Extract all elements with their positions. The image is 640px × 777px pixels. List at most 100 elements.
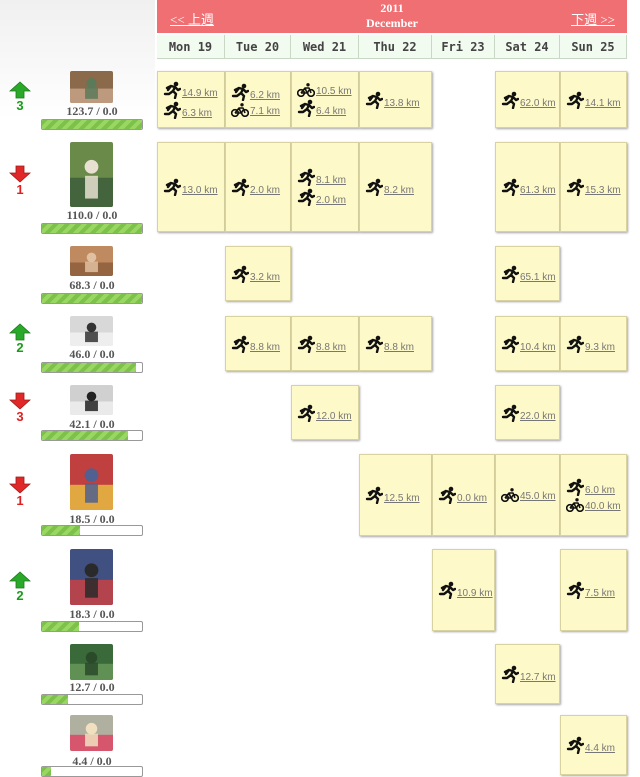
avatar[interactable] (70, 142, 113, 207)
runner-icon (501, 178, 519, 196)
activity-distance-link[interactable]: 8.8 km (316, 341, 347, 353)
activity-entry[interactable]: 6.3 km (163, 101, 212, 119)
activity-entry[interactable]: 8.2 km (365, 178, 414, 196)
activity-cell: 62.0 km (495, 71, 560, 128)
activity-entry[interactable]: 7.1 km (231, 102, 281, 117)
next-week-link[interactable]: 下週 >> (571, 12, 615, 27)
activity-entry[interactable]: 4.4 km (566, 736, 615, 754)
avatar[interactable] (70, 644, 113, 680)
activity-distance-link[interactable]: 6.3 km (182, 107, 213, 119)
activity-distance-link[interactable]: 61.3 km (520, 185, 556, 196)
activity-distance-link[interactable]: 15.3 km (585, 185, 621, 196)
day-header: Wed 21 (291, 35, 359, 59)
activity-entry[interactable]: 62.0 km (501, 91, 556, 109)
activity-distance-link[interactable]: 8.8 km (250, 341, 281, 353)
rank-change-value: 2 (16, 340, 24, 355)
activity-distance-link[interactable]: 2.0 km (316, 195, 347, 206)
day-header: Sat 24 (495, 35, 560, 59)
activity-distance-link[interactable]: 7.1 km (250, 105, 281, 117)
progress-bar (41, 119, 143, 130)
activity-entry[interactable]: 8.8 km (297, 335, 346, 353)
activity-distance-link[interactable]: 10.4 km (520, 341, 556, 353)
activity-distance-link[interactable]: 2.0 km (250, 185, 281, 196)
activity-entry[interactable]: 12.0 km (297, 404, 352, 422)
avatar[interactable] (70, 385, 113, 415)
avatar[interactable] (70, 246, 113, 276)
distance-total: 18.3 / 0.0 (69, 607, 115, 621)
avatar[interactable] (70, 715, 113, 751)
activity-entry[interactable]: 61.3 km (501, 178, 556, 196)
activity-entry[interactable]: 40.0 km (566, 498, 621, 512)
activity-distance-link[interactable]: 8.1 km (316, 175, 347, 186)
activity-entry[interactable]: 12.7 km (501, 665, 556, 683)
activity-distance-link[interactable]: 62.0 km (520, 97, 556, 109)
activity-distance-link[interactable]: 13.0 km (182, 185, 218, 196)
activity-entry[interactable]: 13.8 km (365, 91, 420, 109)
activity-entry[interactable]: 2.0 km (231, 178, 280, 196)
avatar[interactable] (70, 549, 113, 605)
activity-entry[interactable]: 65.1 km (501, 265, 556, 283)
activity-distance-link[interactable]: 12.7 km (520, 672, 556, 683)
activity-entry[interactable]: 3.2 km (231, 265, 280, 283)
activity-entry[interactable]: 6.2 km (231, 83, 280, 101)
activity-distance-link[interactable]: 10.5 km (316, 85, 352, 97)
activity-distance-link[interactable]: 10.9 km (457, 588, 493, 599)
activity-entry[interactable]: 8.8 km (365, 335, 414, 353)
activity-cell: 13.0 km (157, 142, 225, 232)
activity-distance-link[interactable]: 12.5 km (384, 493, 420, 504)
activity-distance-link[interactable]: 8.8 km (384, 341, 415, 353)
activity-distance-link[interactable]: 8.2 km (384, 185, 415, 196)
activity-distance-link[interactable]: 22.0 km (520, 410, 556, 422)
activity-distance-link[interactable]: 14.1 km (585, 97, 621, 109)
activity-distance-link[interactable]: 40.0 km (585, 501, 621, 512)
activity-entry[interactable]: 10.5 km (297, 82, 352, 97)
progress-fill (42, 695, 68, 704)
activity-cell: 8.1 km 2.0 km (291, 142, 359, 232)
activity-entry[interactable]: 45.0 km (501, 488, 556, 502)
day-header: Tue 20 (225, 35, 291, 59)
activity-distance-link[interactable]: 9.3 km (585, 341, 616, 353)
activity-entry[interactable]: 6.4 km (297, 99, 346, 117)
activity-distance-link[interactable]: 13.8 km (384, 97, 420, 109)
activity-distance-link[interactable]: 65.1 km (520, 271, 556, 283)
progress-bar (41, 430, 143, 441)
avatar[interactable] (70, 316, 113, 346)
activity-entry[interactable]: 12.5 km (365, 486, 420, 504)
activity-entry[interactable]: 9.3 km (566, 335, 615, 353)
activity-distance-link[interactable]: 3.2 km (250, 271, 281, 283)
activity-distance-link[interactable]: 45.0 km (520, 491, 556, 502)
activity-entry[interactable]: 2.0 km (297, 188, 346, 206)
activity-entry[interactable]: 8.1 km (297, 168, 346, 186)
activity-distance-link[interactable]: 7.5 km (585, 588, 616, 599)
runner-icon (297, 188, 315, 206)
activity-entry[interactable]: 10.4 km (501, 335, 556, 353)
progress-fill (42, 431, 128, 440)
activity-entry[interactable]: 0.0 km (438, 486, 487, 504)
runner-icon (501, 265, 519, 283)
activity-distance-link[interactable]: 12.0 km (316, 410, 352, 422)
activity-distance-link[interactable]: 6.0 km (585, 485, 616, 496)
avatar[interactable] (70, 454, 113, 510)
activity-distance-link[interactable]: 14.9 km (182, 87, 218, 99)
avatar[interactable] (70, 71, 113, 103)
activity-distance-link[interactable]: 4.4 km (585, 743, 616, 754)
activity-entry[interactable]: 8.8 km (231, 335, 280, 353)
activity-entry[interactable]: 10.9 km (438, 581, 493, 599)
rank-change: 2 (9, 323, 31, 355)
activity-entry[interactable]: 13.0 km (163, 178, 218, 196)
activity-entry[interactable]: 22.0 km (501, 404, 556, 422)
activity-entry[interactable]: 14.9 km (163, 81, 218, 99)
activity-distance-link[interactable]: 6.4 km (316, 105, 347, 117)
activity-entry[interactable]: 6.0 km (566, 478, 615, 496)
progress-bar (41, 362, 143, 373)
activity-entry[interactable]: 14.1 km (566, 91, 621, 109)
activity-distance-link[interactable]: 0.0 km (457, 493, 488, 504)
activity-distance-link[interactable]: 6.2 km (250, 89, 281, 101)
previous-week-link[interactable]: << 上週 (170, 12, 214, 27)
activity-entry[interactable]: 15.3 km (566, 178, 621, 196)
activity-entry[interactable]: 7.5 km (566, 581, 615, 599)
rank-change: 3 (9, 81, 31, 113)
activity-cell: 10.9 km (432, 549, 495, 631)
distance-total: 68.3 / 0.0 (69, 278, 115, 292)
runner-icon (163, 178, 181, 196)
